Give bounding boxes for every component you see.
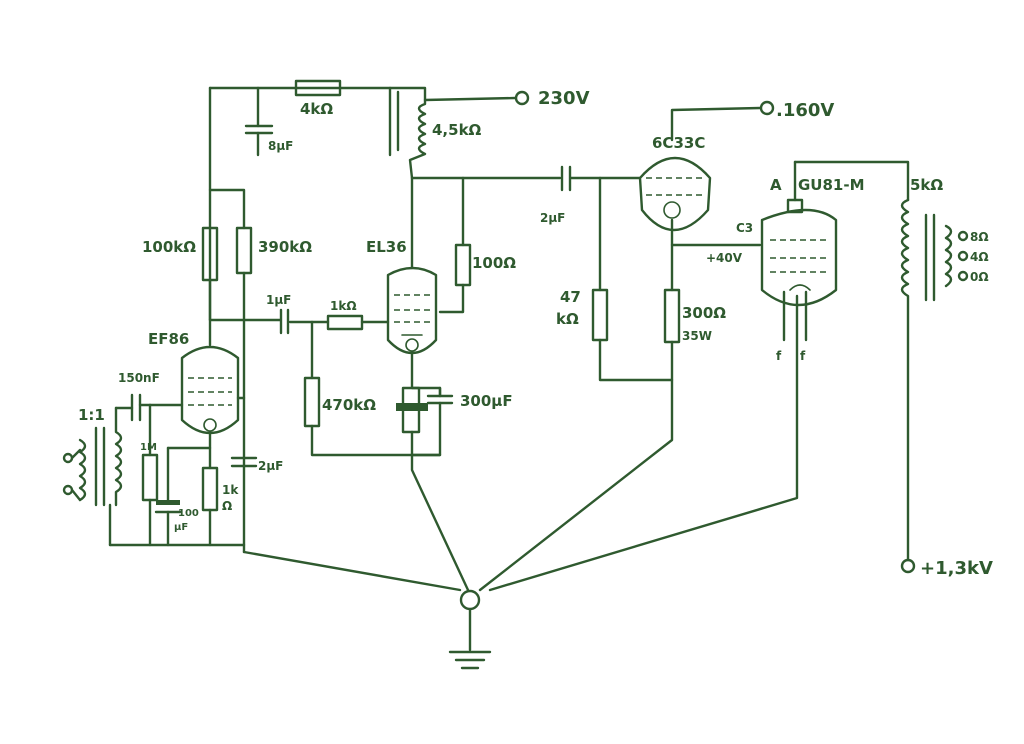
resistor-470k-label: 470kΩ [322,396,376,414]
capacitor-150nf [114,393,152,422]
capacitor-2uf-coupling [560,165,572,192]
tap-0-label: 0Ω [970,270,989,284]
ef86-cathode-network [154,430,219,547]
star-ground [448,589,492,670]
output-transformer-label: 5kΩ [910,176,943,194]
transformer-ratio-label: 1:1 [78,406,105,424]
resistor-1k-grid-label: 1kΩ [330,299,357,313]
capacitor-100uf-label-a: 100 [178,508,199,519]
resistor-47k-label-a: 47 [560,288,581,306]
resistor-390k-label: 390kΩ [258,238,312,256]
ef86-plate-line [208,278,330,347]
output-transformer [900,198,969,574]
supply-230v-label: 230V [538,88,590,109]
el36-plate-line [410,176,642,270]
resistor-1k-cathode-label-a: 1k [222,483,239,497]
tube-6c33c-label: 6C33C [652,134,705,152]
resistor-300-35w [478,218,762,592]
capacitor-1uf-label: 1µF [266,293,291,307]
capacitor-2uf-screen-label: 2µF [258,459,283,473]
ground-bus [108,543,462,592]
tap-8-label: 8Ω [970,230,989,244]
resistor-1m-label: 1M [140,442,157,453]
tube-el36-label: EL36 [366,238,407,256]
el36-tube [386,266,438,355]
ef86-tube [148,345,246,435]
el36-cathode-network [396,350,470,592]
choke-label: 4,5kΩ [432,121,482,139]
filament-2-label: f [800,349,806,363]
filament-1-label: f [776,349,782,363]
pin-a-label: A [770,176,782,194]
capacitor-2uf-screen [230,456,258,468]
choke-4-5k [388,86,427,180]
capacitor-300uf-label: 300µF [460,392,513,410]
capacitor-8uf-label: 8µF [268,139,293,153]
resistor-300-label: 300Ω [682,304,726,322]
resistor-100-label: 100Ω [472,254,516,272]
capacitor-100uf-label-b: µF [174,522,188,533]
capacitor-8uf [244,86,274,157]
tube-ef86-label: EF86 [148,330,189,348]
bias-label: +40V [706,251,743,265]
resistor-100k-label: 100kΩ [142,238,196,256]
resistor-470k [303,320,442,457]
input-transformer [62,406,123,547]
gu81m-tube [488,160,910,592]
resistor-4k-label: 4kΩ [300,100,333,118]
capacitor-2uf-coupling-label: 2µF [540,211,565,225]
6c33c-tube [638,100,775,232]
tube-gu81m-label: GU81-M [798,176,865,194]
resistor-100 [438,243,472,314]
tap-4-label: 4Ω [970,250,989,264]
resistor-1k-grid [326,314,390,331]
supply-160v-label: .160V [776,100,834,121]
resistor-47k [591,176,674,382]
capacitor-150nf-label: 150nF [118,371,160,385]
resistor-47k-label-b: kΩ [556,310,579,328]
resistor-4k [294,79,342,97]
pin-c3-label: C3 [736,221,753,235]
resistor-1k-cathode-label-b: Ω [222,499,232,513]
resistor-1m [141,403,159,547]
supply-1-3kv-label: +1,3kV [920,558,993,579]
resistor-300-watt-label: 35W [682,329,712,343]
